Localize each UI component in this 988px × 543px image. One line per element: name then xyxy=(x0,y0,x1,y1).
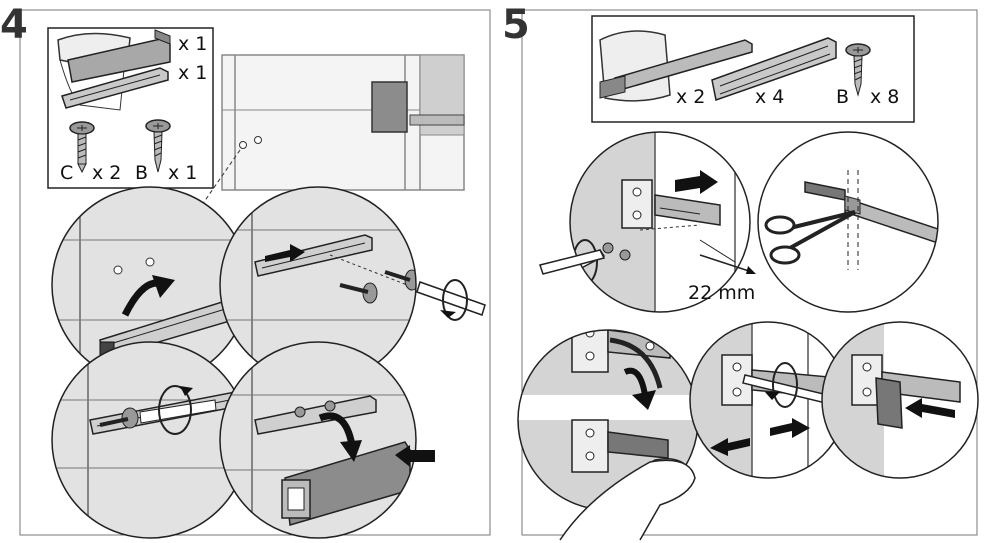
screw-b-icon xyxy=(845,43,871,97)
step5-panel xyxy=(517,9,979,541)
detail-circle-tighten xyxy=(51,341,249,539)
step4-panel xyxy=(19,9,491,539)
step4-number: 4 xyxy=(0,2,28,48)
step5-bracket-qty: x 2 xyxy=(676,86,706,108)
step4-parts-box xyxy=(47,27,214,189)
step5-parts-box xyxy=(591,15,915,123)
step4-screw-b-qty: x 1 xyxy=(168,162,198,184)
step4-bracket-qty: x 1 xyxy=(178,33,208,55)
step5-rail-qty: x 4 xyxy=(755,86,785,108)
screwdriver-icon xyxy=(539,249,606,275)
screwdriver-icon xyxy=(416,279,486,321)
push-arrow-icon xyxy=(395,445,435,467)
detail-circle-adjust xyxy=(689,321,847,479)
detail-circle-attach-cover xyxy=(219,341,417,539)
screw-b-icon xyxy=(145,119,171,173)
dimension-label: 22 mm xyxy=(688,282,756,304)
step5-number: 5 xyxy=(502,2,530,48)
adjust-arrows-icon xyxy=(710,418,810,456)
step5-screw-b-letter: B xyxy=(836,86,850,108)
step4-screw-c-letter: C xyxy=(60,162,74,184)
step5-screw-b-qty: x 8 xyxy=(870,86,900,108)
step4-screw-b-letter: B xyxy=(135,162,149,184)
detail-circle-cut-rail xyxy=(757,131,939,313)
screw-c-icon xyxy=(69,121,95,174)
dimension-marker xyxy=(699,254,756,274)
detail-circle-end-cap xyxy=(821,321,979,479)
scissors-icon xyxy=(764,210,856,265)
step4-screw-c-qty: x 2 xyxy=(92,162,122,184)
hand-icon xyxy=(559,459,696,541)
cabinet-background xyxy=(194,54,465,216)
step4-rail-qty: x 1 xyxy=(178,62,208,84)
